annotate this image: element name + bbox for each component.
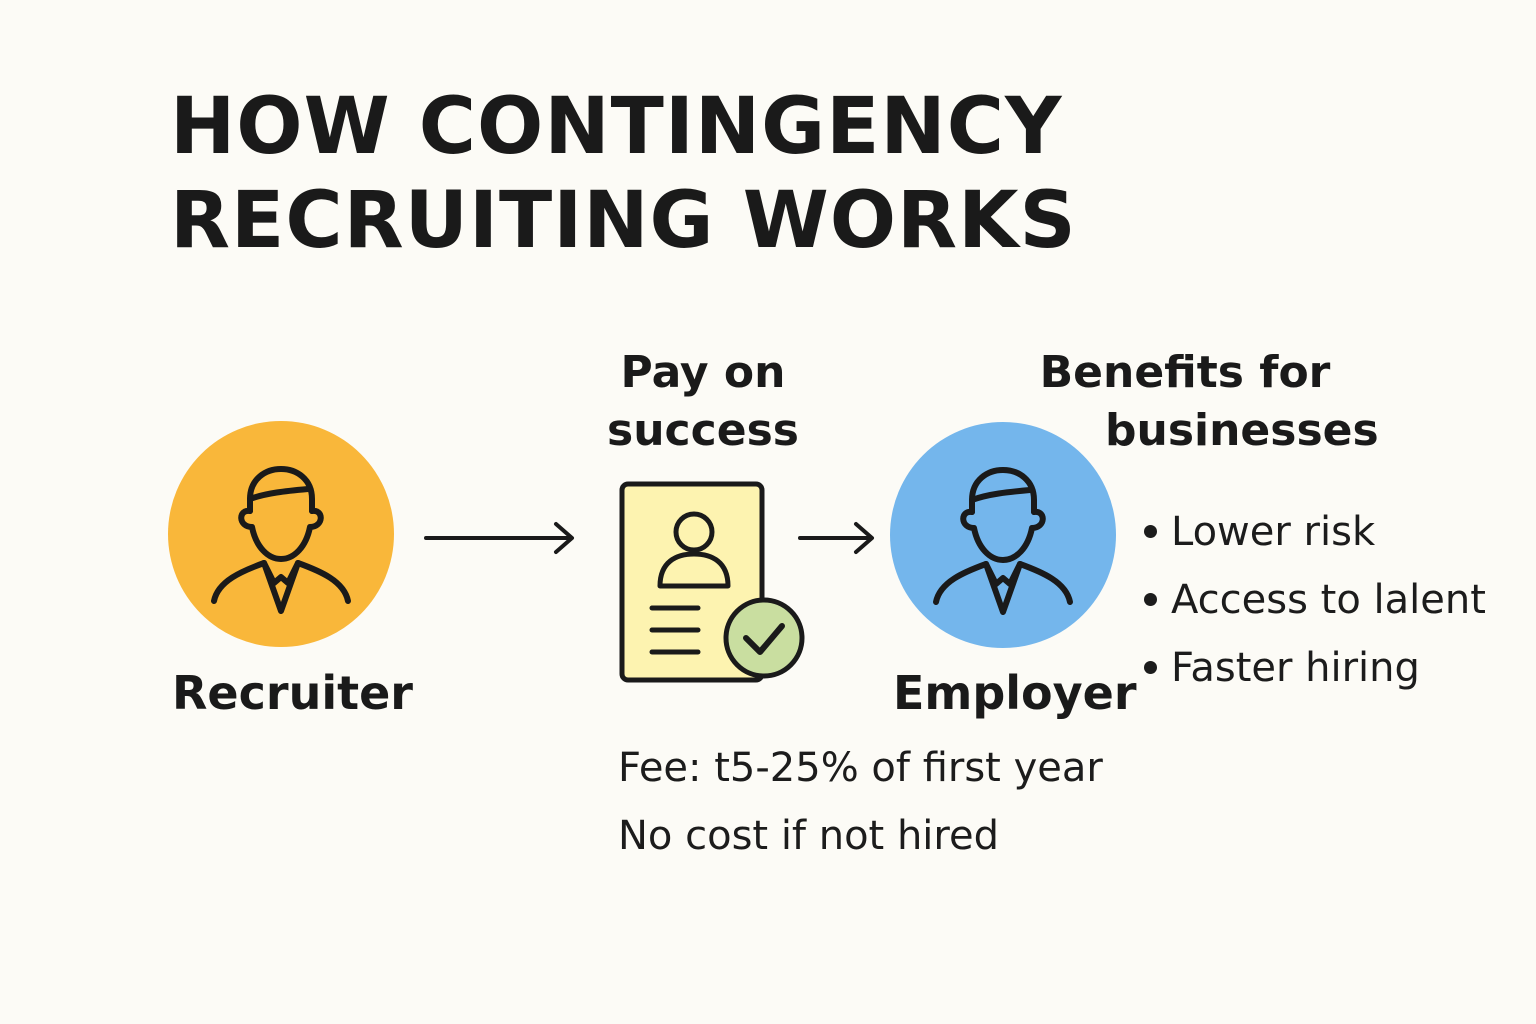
arrow-right-icon: [424, 522, 574, 554]
employer-label: Employer: [893, 666, 1137, 720]
benefit-text: Access to lalent: [1171, 577, 1486, 623]
pay-heading: Pay on success: [596, 344, 810, 460]
pay-heading-line-2: success: [607, 405, 799, 456]
bullet-icon: [1144, 524, 1157, 538]
benefit-text: Faster hiring: [1171, 645, 1420, 691]
recruiter-label: Recruiter: [172, 666, 413, 720]
bullet-icon: [1144, 592, 1157, 606]
benefits-heading-line-1: Benefits for: [1039, 347, 1331, 398]
title-line-1: HOW CONTINGENCY: [170, 82, 1063, 172]
pay-heading-line-1: Pay on: [620, 347, 786, 398]
recruiter-circle: [168, 421, 394, 647]
employer-circle: [890, 422, 1116, 648]
list-item: Access to lalent: [1138, 566, 1486, 634]
title-line-2: RECRUITING WORKS: [170, 176, 1077, 266]
list-item: Lower risk: [1138, 498, 1486, 566]
resume-check-icon: [619, 481, 805, 683]
fee-text: Fee: t5-25% of first year: [618, 745, 1103, 791]
recruiter-person-icon: [168, 421, 394, 647]
benefits-heading: Benefits for businesses: [1030, 344, 1379, 460]
benefits-heading-line-2: businesses: [1105, 405, 1379, 456]
employer-person-icon: [890, 422, 1116, 648]
list-item: Faster hiring: [1138, 634, 1486, 702]
benefits-list: Lower risk Access to lalent Faster hirin…: [1138, 498, 1486, 702]
page-title: HOW CONTINGENCY RECRUITING WORKS: [170, 80, 1077, 268]
no-cost-text: No cost if not hired: [618, 813, 999, 859]
arrow-right-icon: [798, 522, 874, 554]
benefit-text: Lower risk: [1171, 509, 1376, 555]
bullet-icon: [1144, 660, 1157, 674]
